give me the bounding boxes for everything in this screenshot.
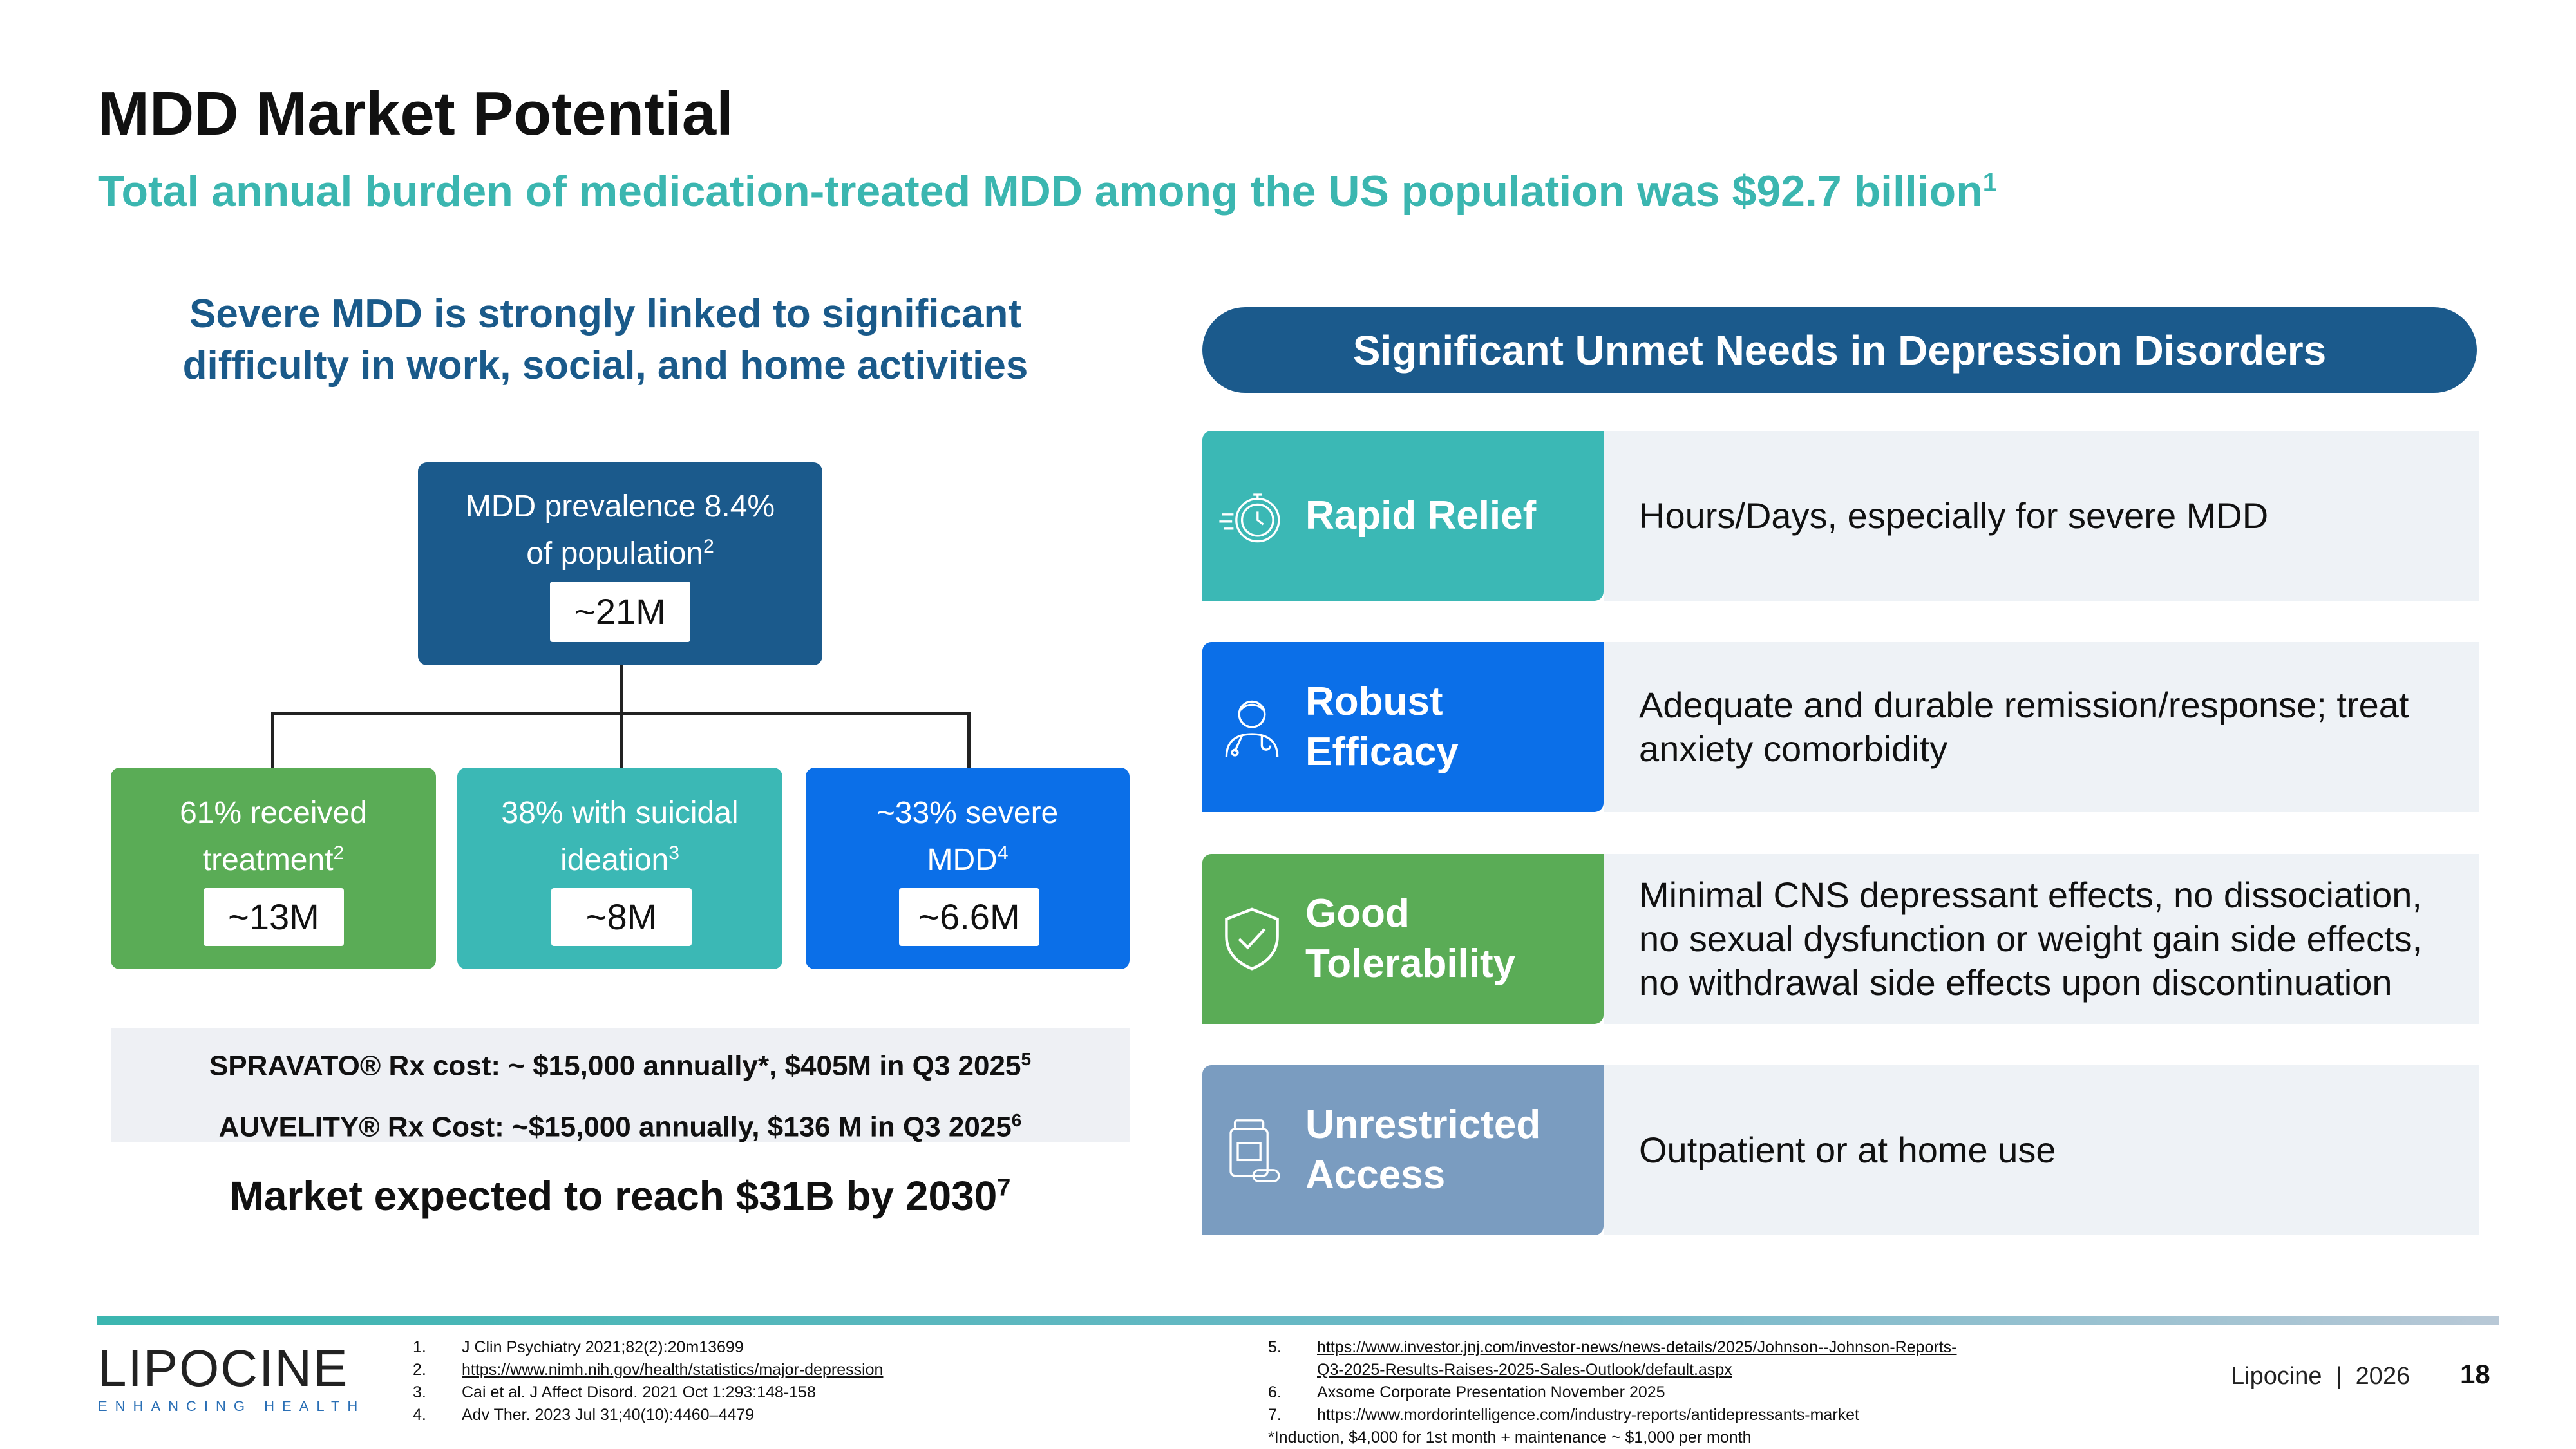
need-label-block: Rapid Relief <box>1202 431 1604 601</box>
box-label: treatment2 <box>202 842 345 877</box>
reference-item: 1.J Clin Psychiatry 2021;82(2):20m13699 <box>413 1338 744 1356</box>
doctor-icon <box>1225 700 1279 757</box>
rx-cost-panel: SPRAVATO® Rx cost: ~ $15,000 annually*, … <box>111 1028 1130 1142</box>
need-row-rapid-relief: Rapid Relief Hours/Days, especially for … <box>1202 431 2479 601</box>
box-label: 38% with suicidal <box>501 796 739 830</box>
need-label: Robust Efficacy <box>1305 679 1459 774</box>
left-heading-line: Severe MDD is strongly linked to signifi… <box>189 292 1021 336</box>
need-label: Unrestricted Access <box>1305 1103 1541 1197</box>
need-description: Minimal CNS depressant effects, no disso… <box>1604 854 2479 1024</box>
connector-line <box>271 712 274 768</box>
footer-company-year: Lipocine | 2026 <box>2231 1363 2410 1390</box>
box-label: of population2 <box>526 536 714 571</box>
need-label: Good Tolerability <box>1305 891 1516 986</box>
shield-check-icon <box>1225 907 1279 971</box>
box-value: ~21M <box>550 582 690 642</box>
page-subtitle: Total annual burden of medication-treate… <box>98 166 1997 216</box>
connector-line <box>967 712 971 768</box>
connector-line <box>620 712 623 768</box>
market-forecast: Market expected to reach $31B by 20307 <box>229 1173 1011 1219</box>
reference-link[interactable]: 5.https://www.investor.jnj.com/investor-… <box>1268 1338 1957 1356</box>
box-label: ideation3 <box>560 842 679 877</box>
reference-item: 3.Cai et al. J Affect Disord. 2021 Oct 1… <box>413 1383 816 1401</box>
box-label: 61% received <box>180 796 367 830</box>
box-label: ~33% severe <box>876 796 1059 830</box>
need-label-block: Good Tolerability <box>1202 854 1604 1024</box>
page-title: MDD Market Potential <box>98 79 734 148</box>
need-description: Adequate and durable remission/response;… <box>1604 642 2479 812</box>
severe-mdd-box: ~33% severe MDD4 ~6.6M <box>806 768 1130 969</box>
pill-bottle-icon <box>1229 1119 1280 1183</box>
reference-item: 7.https://www.mordorintelligence.com/ind… <box>1268 1406 1860 1424</box>
logo-wordmark: LIPOCINE <box>98 1340 349 1397</box>
box-value: ~8M <box>551 888 692 946</box>
treatment-box: 61% received treatment2 ~13M <box>111 768 436 969</box>
left-heading-line: difficulty in work, social, and home act… <box>182 343 1028 388</box>
auvelity-cost: AUVELITY® Rx Cost: ~$15,000 annually, $1… <box>218 1110 1022 1143</box>
reference-item: 6.Axsome Corporate Presentation November… <box>1268 1383 1665 1401</box>
need-row-robust-efficacy: Robust Efficacy Adequate and durable rem… <box>1202 642 2479 812</box>
suicidal-ideation-box: 38% with suicidal ideation3 ~8M <box>457 768 782 969</box>
connector-line <box>620 665 623 715</box>
subtitle-text: Total annual burden of medication-treate… <box>98 167 1983 216</box>
reference-link[interactable]: Q3-2025-Results-Raises-2025-Sales-Outloo… <box>1317 1361 1732 1379</box>
unmet-needs-banner: Significant Unmet Needs in Depression Di… <box>1202 307 2477 393</box>
need-label-block: Robust Efficacy <box>1202 642 1604 812</box>
prevalence-box: MDD prevalence 8.4% of population2 ~21M <box>418 462 822 665</box>
footnote-induction: *Induction, $4,000 for 1st month + maint… <box>1268 1428 1752 1446</box>
need-description: Outpatient or at home use <box>1604 1065 2479 1235</box>
footer-divider <box>97 1316 2499 1325</box>
left-heading: Severe MDD is strongly linked to signifi… <box>64 289 1146 392</box>
need-description: Hours/Days, especially for severe MDD <box>1604 431 2479 601</box>
box-label: MDD4 <box>927 842 1009 877</box>
box-value: ~6.6M <box>899 888 1039 946</box>
need-row-unrestricted-access: Unrestricted Access Outpatient or at hom… <box>1202 1065 2479 1235</box>
stopwatch-icon <box>1219 493 1280 543</box>
need-label: Rapid Relief <box>1305 493 1537 538</box>
reference-link[interactable]: 2.https://www.nimh.nih.gov/health/statis… <box>413 1361 884 1379</box>
reference-item: 4.Adv Ther. 2023 Jul 31;40(10):4460–4479 <box>413 1406 755 1424</box>
footnote-ref: 1 <box>1982 168 1998 197</box>
box-value: ~13M <box>204 888 344 946</box>
logo-tagline: ENHANCING HEALTH <box>98 1398 366 1414</box>
need-label-block: Unrestricted Access <box>1202 1065 1604 1235</box>
spravato-cost: SPRAVATO® Rx cost: ~ $15,000 annually*, … <box>209 1049 1032 1082</box>
box-label: MDD prevalence 8.4% <box>465 489 775 524</box>
references-col2: 5.https://www.investor.jnj.com/investor-… <box>1268 1336 1957 1449</box>
need-row-good-tolerability: Good Tolerability Minimal CNS depressant… <box>1202 854 2479 1024</box>
lipocine-logo: LIPOCINE ENHANCING HEALTH <box>98 1343 365 1415</box>
page-number: 18 <box>2460 1359 2490 1389</box>
references-col1: 1.J Clin Psychiatry 2021;82(2):20m13699 … <box>413 1336 883 1426</box>
